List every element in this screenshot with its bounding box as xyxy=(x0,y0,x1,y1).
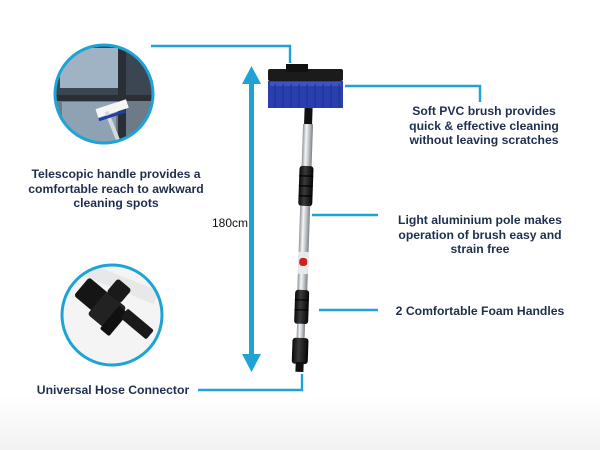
pole-callout-line-2: operation of brush easy and xyxy=(398,227,562,242)
hose-callout: Universal Hose Connector xyxy=(28,383,198,398)
foam-callout-line-1: 2 Comfortable Foam Handles xyxy=(395,304,565,318)
brush-callout-line-3: without leaving scratches xyxy=(409,133,559,147)
length-arrow xyxy=(242,66,261,372)
hose-callout-line-1: Universal Hose Connector xyxy=(36,383,190,397)
pole-callout-line-1: Light aluminium pole makes xyxy=(398,213,562,227)
brush-callout-line-1: Soft PVC brush provides xyxy=(412,104,556,118)
callout-line-telescopic xyxy=(151,44,292,63)
hose-connector-circle xyxy=(60,263,164,367)
telescopic-callout: Telescopic handle provides a comfortable… xyxy=(18,167,214,211)
foam-callout: 2 Comfortable Foam Handles xyxy=(382,304,578,319)
telescopic-callout-line-3: cleaning spots xyxy=(73,196,159,210)
brush-callout-line-2: quick & effective cleaning xyxy=(409,118,559,133)
callout-line-hose xyxy=(198,374,304,392)
brush-callout: Soft PVC brush provides quick & effectiv… xyxy=(388,104,580,148)
pole-callout: Light aluminium pole makes operation of … xyxy=(382,213,578,257)
telescopic-callout-line-1: Telescopic handle provides a xyxy=(31,167,201,181)
telescopic-callout-line-2: comfortable reach to awkward xyxy=(28,181,204,196)
callout-line-brush xyxy=(345,84,482,102)
brush-head xyxy=(268,64,343,108)
callout-lines xyxy=(151,44,482,392)
pole xyxy=(291,107,314,373)
length-label: 180cm xyxy=(212,216,249,230)
window-photo-circle xyxy=(53,43,155,145)
pole-callout-line-3: strain free xyxy=(450,242,510,256)
